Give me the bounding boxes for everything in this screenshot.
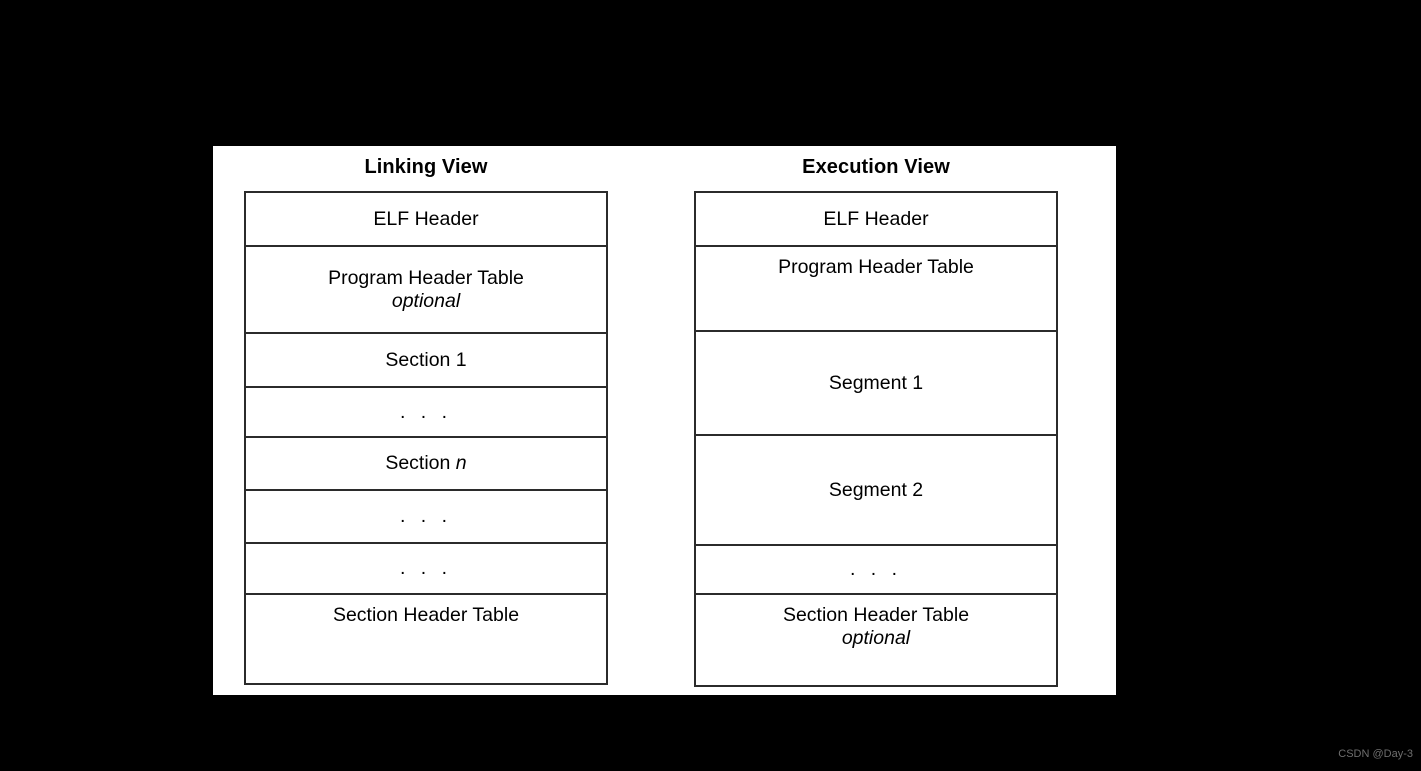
table-row: Section Header Table	[246, 595, 606, 683]
table-row-content: . . .	[400, 557, 452, 580]
italic-variable: n	[455, 452, 467, 474]
ellipsis-label: . . .	[399, 400, 453, 423]
row-label: Section Header Table	[782, 604, 970, 626]
ellipsis-label: . . .	[399, 505, 453, 527]
row-label: Section 1	[385, 348, 467, 371]
table-row-content: Section 1	[385, 349, 466, 372]
table-row: . . .	[246, 388, 606, 438]
table-row-content: Section n	[385, 452, 466, 475]
table-row-content: Section Header Table	[333, 604, 519, 627]
table-row-content: Segment 1	[829, 372, 923, 395]
table-row: . . .	[246, 544, 606, 595]
row-sublabel: optional	[841, 627, 911, 649]
row-label: Section Header Table	[332, 604, 520, 626]
table-row-content: . . .	[400, 505, 452, 528]
watermark-text: CSDN @Day-3	[1338, 748, 1413, 760]
ellipsis-label: . . .	[399, 557, 453, 579]
table-row: Segment 1	[696, 332, 1056, 436]
table-row: ELF Header	[246, 193, 606, 247]
table-row-content: ELF Header	[823, 208, 928, 231]
row-label: ELF Header	[373, 207, 479, 230]
table-row: . . .	[246, 491, 606, 544]
table-row-content: . . .	[850, 558, 902, 581]
table-row: Section n	[246, 438, 606, 491]
execution-view-title: Execution View	[802, 156, 950, 178]
row-label: ELF Header	[823, 207, 929, 230]
row-label: Segment 1	[828, 371, 924, 394]
ellipsis-label: . . .	[849, 558, 903, 580]
table-row: ELF Header	[696, 193, 1056, 247]
table-row: Program Header Table	[696, 247, 1056, 332]
table-row-content: Segment 2	[829, 479, 923, 502]
table-row: . . .	[696, 546, 1056, 595]
table-row-content: Program Header Table	[778, 256, 974, 279]
linking-view-title: Linking View	[364, 156, 488, 178]
table-row: Segment 2	[696, 436, 1056, 546]
row-label: Program Header Table	[328, 266, 524, 289]
row-sublabel: optional	[391, 289, 461, 312]
row-label: Section n	[385, 452, 467, 474]
row-label: Program Header Table	[778, 256, 974, 278]
table-row-content: ELF Header	[373, 208, 478, 231]
row-label: Segment 2	[828, 478, 924, 501]
table-row-content: . . .	[400, 401, 452, 424]
table-row: Section 1	[246, 334, 606, 388]
